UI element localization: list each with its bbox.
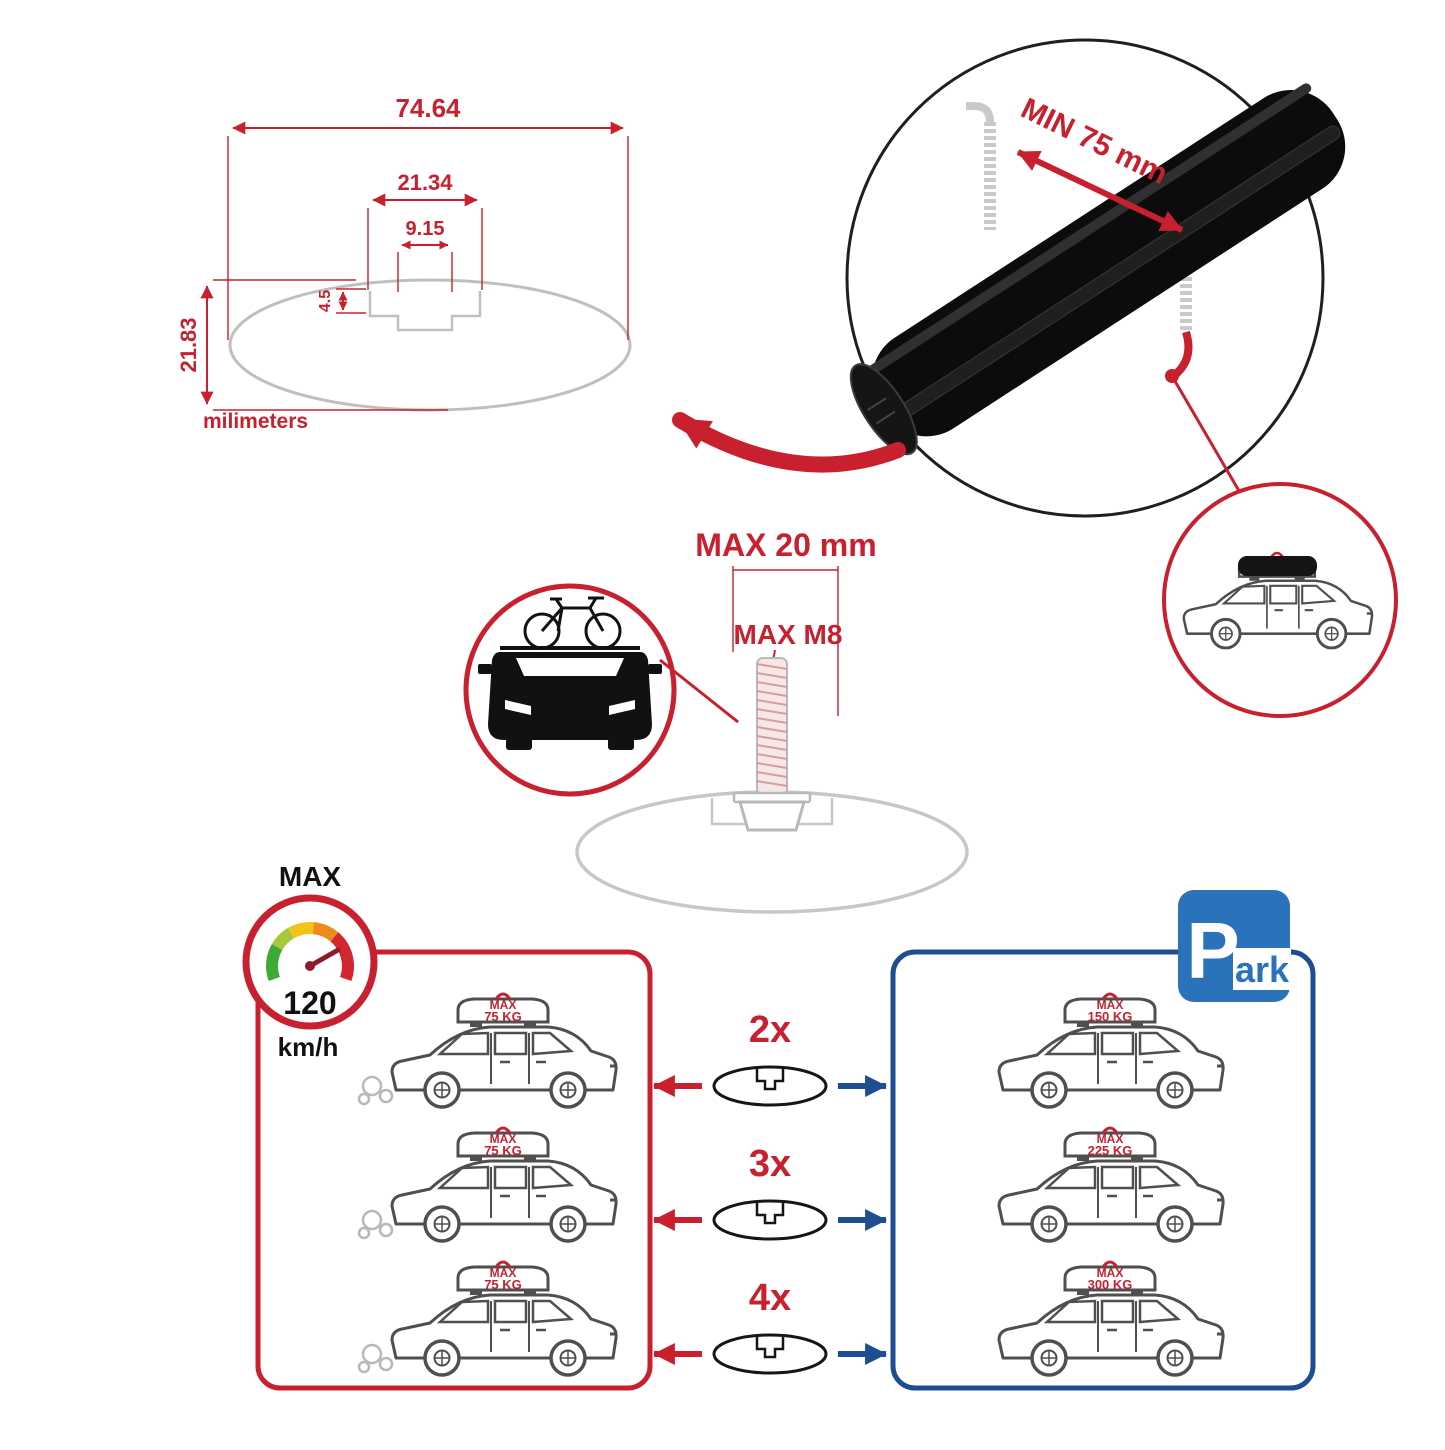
bolt-diagram: MAX 20 mm MAX M8	[575, 527, 969, 914]
red-panel: MAX 75 KG MAX 75 KG MAX 75 KG	[255, 949, 653, 1391]
gauge-needle	[307, 947, 341, 969]
bolt-graphic	[732, 657, 812, 832]
multiplier-label: 2x	[749, 1009, 791, 1051]
dim-total-height: 21.83	[176, 317, 201, 372]
cargo-label-max: MAX	[490, 998, 517, 1012]
bike-circle-leader	[659, 658, 739, 724]
cargo-label-max: MAX	[1097, 1266, 1124, 1280]
red-panel-car-3: MAX 75 KG	[357, 1260, 618, 1377]
multiplier-column: 2x 3x 4x	[652, 1009, 888, 1375]
multiplier-row-2: 3x	[652, 1143, 888, 1241]
gauge-dial	[266, 921, 354, 982]
multiplier-row-3: 4x	[652, 1277, 888, 1375]
cross-section-diagram: 74.64 21.34 9.15 4.5 21.83 milimeters	[176, 93, 632, 433]
crossbar-icon	[712, 1199, 828, 1241]
max-length-label: MAX 20 mm	[695, 527, 876, 563]
cargo-label-max: MAX	[490, 1132, 517, 1146]
speed-unit: km/h	[278, 1032, 339, 1062]
park-sign: P ark	[1178, 890, 1291, 1002]
red-panel-car-1: MAX 75 KG	[357, 992, 618, 1109]
gauge-hub	[305, 961, 315, 971]
cargo-label-weight: 75 KG	[484, 1143, 522, 1158]
cargo-label-weight: 75 KG	[484, 1277, 522, 1292]
cargo-label-max: MAX	[490, 1266, 517, 1280]
max-thread-label: MAX M8	[734, 619, 843, 650]
park-sign-chip	[1233, 948, 1291, 990]
park-sign-ark: ark	[1235, 949, 1290, 990]
red-panel-car-2: MAX 75 KG	[357, 1126, 618, 1243]
zoom-pointer-arrow	[672, 412, 906, 473]
multiplier-label: 4x	[749, 1277, 791, 1319]
cargo-label-max: MAX	[1097, 998, 1124, 1012]
blue-panel-car-2: MAX 225 KG	[997, 1126, 1225, 1243]
cargo-label-weight: 150 KG	[1088, 1009, 1133, 1024]
blue-panel: MAX 150 KG MAX 225 KG MAX 300 KG	[890, 949, 1316, 1391]
speed-gauge: MAX 120 km/h	[242, 861, 378, 1062]
bike-car-circle	[463, 583, 739, 797]
speed-max-label: MAX	[279, 861, 342, 892]
min-clamp-arrow	[1016, 149, 1184, 233]
park-sign-p: P	[1186, 906, 1239, 995]
car-front-silhouette	[478, 652, 662, 750]
bike-icon	[523, 596, 622, 650]
suv-roofbox-circle	[1162, 482, 1398, 718]
speed-value: 120	[283, 985, 336, 1021]
unit-label: milimeters	[203, 410, 308, 433]
clamp-hook-top	[966, 102, 994, 123]
crossbar-profile-ellipse	[228, 278, 632, 412]
blue-panel-car-1: MAX 150 KG	[997, 992, 1225, 1109]
clamp-bracket-red	[1173, 330, 1193, 377]
cargo-label-weight: 75 KG	[484, 1009, 522, 1024]
blue-panel-car-3: MAX 300 KG	[997, 1260, 1225, 1377]
crossbar-icon	[712, 1333, 828, 1375]
bar-zoom-circle: MIN 75 mm	[845, 38, 1346, 518]
crossbar-icon	[712, 1065, 828, 1107]
dim-slot-outer: 21.34	[397, 170, 453, 195]
roofbox-black	[1238, 556, 1317, 576]
dim-slot-inner: 9.15	[406, 218, 445, 240]
cargo-label-weight: 225 KG	[1088, 1143, 1133, 1158]
crossbar-profile-slot	[368, 291, 482, 332]
cargo-label-max: MAX	[1097, 1132, 1124, 1146]
cargo-label-weight: 300 KG	[1088, 1277, 1133, 1292]
multiplier-row-1: 2x	[652, 1009, 888, 1107]
multiplier-label: 3x	[749, 1143, 791, 1185]
dim-total-width: 74.64	[395, 93, 461, 123]
dim-lip-depth: 4.5	[317, 290, 334, 312]
